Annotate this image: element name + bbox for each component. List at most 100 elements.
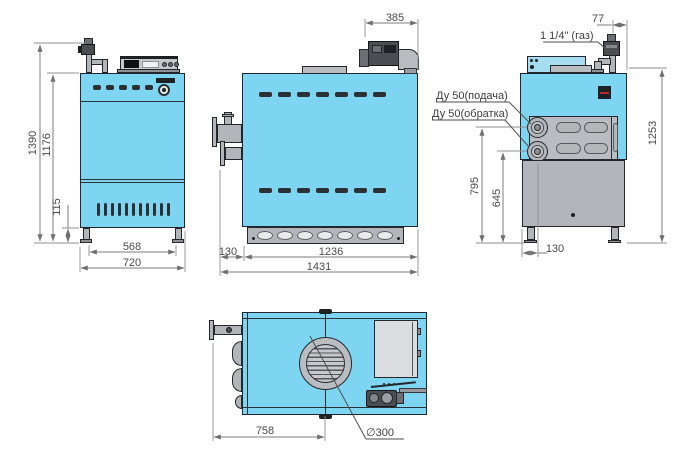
dim-side-base-length: 1236 bbox=[318, 246, 344, 258]
dim-front-leg-span: 568 bbox=[122, 241, 142, 253]
foot bbox=[80, 239, 92, 243]
dim-front-base-height: 115 bbox=[51, 198, 63, 216]
side-slot bbox=[259, 92, 272, 97]
side-slot bbox=[316, 92, 329, 97]
extension-lines bbox=[34, 19, 667, 441]
louver-slot bbox=[145, 85, 153, 90]
panel-dot bbox=[530, 59, 533, 62]
side-slot bbox=[373, 188, 386, 193]
vent-slot bbox=[97, 203, 100, 216]
vent-slot bbox=[146, 203, 149, 216]
dim-side-burner-offset: 385 bbox=[385, 12, 405, 24]
flange-bump bbox=[235, 395, 242, 409]
control-box-top bbox=[374, 320, 418, 378]
side-slot bbox=[335, 92, 348, 97]
base-hole bbox=[357, 231, 373, 240]
panel-label bbox=[142, 61, 159, 68]
boiler-body-front bbox=[80, 73, 185, 228]
vent-slot bbox=[139, 203, 142, 216]
louver-slot bbox=[93, 85, 101, 90]
side-slot bbox=[354, 188, 367, 193]
dim-front-total-height: 1390 bbox=[27, 130, 39, 156]
box-hinge bbox=[417, 328, 421, 335]
dim-back-total-height: 1253 bbox=[647, 120, 659, 146]
burner-detail bbox=[384, 45, 396, 53]
label-supply: Ду 50(подача) bbox=[436, 90, 508, 102]
pipe-flange-top bbox=[209, 320, 214, 340]
vent-slot bbox=[125, 203, 128, 216]
dim-front-body-height: 1176 bbox=[41, 133, 53, 157]
vent-slot bbox=[153, 203, 156, 216]
label-flue-diameter: ∅300 bbox=[366, 427, 394, 439]
louver-slot bbox=[119, 85, 127, 90]
foot bbox=[524, 240, 537, 243]
valve-cap bbox=[396, 392, 404, 404]
base-hole bbox=[377, 231, 393, 240]
vent-slot bbox=[160, 203, 163, 216]
dim-top-flue-offset: 758 bbox=[255, 425, 275, 437]
door-seam bbox=[81, 179, 184, 183]
side-slot bbox=[278, 92, 291, 97]
base-hole bbox=[297, 231, 313, 240]
louver-slot bbox=[132, 85, 140, 90]
edge-seam bbox=[243, 407, 426, 408]
flange-return-hub bbox=[534, 148, 541, 155]
panel-screw bbox=[571, 213, 575, 217]
stub-flange bbox=[222, 114, 234, 117]
panel-dot bbox=[530, 65, 534, 69]
pipe-horizontal bbox=[225, 147, 242, 160]
vent-slot bbox=[167, 203, 170, 216]
dim-side-total-length: 1431 bbox=[306, 261, 332, 273]
clamp-tab bbox=[319, 309, 332, 314]
panel-knob bbox=[168, 62, 173, 67]
dim-back-return-height: 645 bbox=[491, 188, 503, 208]
edge-seam bbox=[247, 313, 248, 414]
valve-port bbox=[369, 393, 379, 403]
valve-knob bbox=[78, 46, 82, 53]
dim-front-width: 720 bbox=[122, 257, 142, 269]
flue-collar bbox=[302, 66, 347, 74]
panel-seam bbox=[81, 101, 184, 102]
side-slot bbox=[373, 92, 386, 97]
regulator-detail bbox=[606, 45, 617, 48]
base-hole bbox=[277, 231, 293, 240]
side-slot bbox=[297, 92, 310, 97]
pipe-horizontal bbox=[217, 124, 242, 143]
foot bbox=[608, 240, 621, 243]
embossed-oval bbox=[556, 122, 581, 133]
side-slot bbox=[278, 188, 291, 193]
base-hole bbox=[337, 231, 353, 240]
dim-side-left-offset: 130 bbox=[218, 246, 238, 258]
leader-lines bbox=[309, 41, 609, 440]
pipe-flange bbox=[220, 141, 225, 166]
dim-back-supply-height: 795 bbox=[469, 176, 481, 196]
base-screw bbox=[252, 237, 255, 240]
base-hole bbox=[257, 231, 273, 240]
nameplate bbox=[156, 78, 175, 83]
leg bbox=[527, 227, 535, 240]
panel-divider bbox=[611, 116, 612, 160]
embossed-oval bbox=[584, 122, 608, 133]
box-hinge bbox=[417, 350, 421, 357]
gas-pipe-drop bbox=[102, 59, 108, 73]
burner-fitting bbox=[404, 68, 417, 74]
dimension-measure-lines bbox=[37, 20, 665, 440]
burner-detail bbox=[372, 45, 382, 53]
embossed-oval bbox=[584, 143, 608, 154]
panel-top-strip bbox=[120, 56, 178, 59]
flange-supply-hub bbox=[534, 124, 541, 131]
embossed-oval bbox=[556, 143, 581, 154]
leg bbox=[611, 227, 619, 240]
burner-motor bbox=[359, 49, 369, 67]
box-seam bbox=[412, 322, 413, 376]
gauge-center bbox=[162, 88, 166, 92]
clamp-tab bbox=[319, 414, 332, 419]
embossed-oval bbox=[613, 123, 618, 152]
gas-pipe-top bbox=[399, 388, 427, 393]
vent-slot bbox=[111, 203, 114, 216]
vent-slot bbox=[132, 203, 135, 216]
base-screw bbox=[397, 237, 400, 240]
panel-dot bbox=[535, 59, 538, 62]
